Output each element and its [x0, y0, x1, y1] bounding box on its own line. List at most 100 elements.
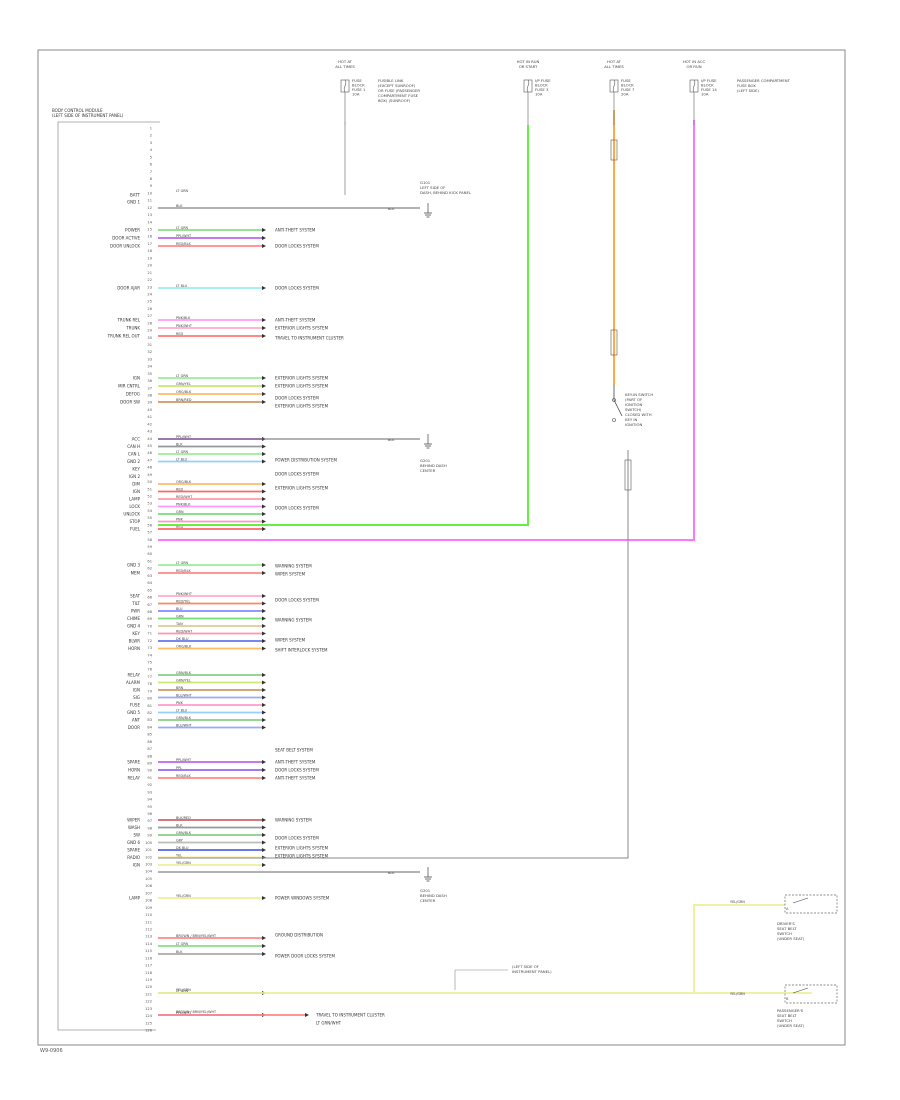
junction-label: OR RUN [686, 64, 701, 69]
pin-number: 108 [145, 899, 153, 903]
signal-label: ANT [132, 718, 141, 723]
signal-label: FUEL [130, 527, 141, 532]
ground-runs [158, 122, 420, 873]
pin-number: 89 [147, 762, 152, 766]
signal-label: BLWR [129, 639, 141, 644]
wire-arrow [262, 768, 266, 772]
pin-number: 106 [145, 884, 153, 888]
wire-color-label: PNK [176, 701, 184, 705]
pin-number: 20 [147, 264, 152, 268]
pin-number: 79 [147, 689, 152, 693]
signal-label: IGN 2 [129, 474, 141, 479]
signal-label: RADIO [127, 855, 140, 860]
wire-arrow [262, 384, 266, 388]
wire-color-label: BLK [388, 438, 395, 442]
signal-label: ACC [132, 437, 140, 442]
pin-number: 92 [147, 783, 152, 787]
wire-arrow [262, 840, 266, 845]
wire-color-label: LT GRN [176, 561, 189, 565]
pin-number: 34 [147, 365, 152, 369]
module-bracket [57, 121, 160, 1031]
pin-number: 77 [147, 675, 152, 679]
junction-label: ALL TIMES [604, 64, 624, 69]
diagram-frame [37, 49, 846, 1046]
wire-arrow [262, 400, 266, 404]
driver-seatbelt-switch [784, 894, 838, 914]
wire-arrow [262, 376, 266, 380]
pin-number: 13 [147, 213, 152, 217]
pin-number: 24 [147, 292, 152, 296]
signal-label: DEFOG [126, 392, 140, 397]
signal-label: MIR CNTRL [118, 384, 141, 389]
signal-label: LOCK [129, 504, 140, 509]
junction-label: HOT IN RUN [517, 59, 540, 64]
pin-number: 47 [147, 458, 152, 462]
pin-number: 80 [147, 697, 152, 701]
wire-color-label: GRN/BLK [176, 831, 192, 835]
pin-number: 76 [147, 668, 152, 672]
wire-color-label: LT BLU [176, 284, 188, 288]
pin-mark: A [786, 907, 789, 911]
wire-arrow [262, 825, 266, 830]
wire-arrow [262, 228, 266, 232]
pin-number: 74 [147, 653, 152, 657]
destination-label: WARNING SYSTEM [275, 818, 312, 823]
wire-arrow [262, 444, 266, 449]
destination-label: EXTERIOR LIGHTS SYSTEM [275, 846, 329, 851]
junction-detail: FUSE 7 [621, 87, 635, 92]
signal-label: IGN [133, 489, 140, 494]
pin-number: 84 [147, 725, 152, 729]
wire-color-label: PNK/WHT [176, 324, 193, 328]
switch-note-line: CLOSED WITH [625, 412, 652, 417]
wire-arrow [262, 646, 266, 651]
signal-label: DOOR AJAR [117, 286, 140, 291]
junction-detail: I/P FUSE [701, 78, 717, 83]
pin-number: 85 [147, 733, 152, 737]
wire-color-label: GRN/YEL [176, 382, 191, 386]
signal-label: GND 3 [127, 563, 140, 568]
wire-arrow [262, 703, 266, 707]
pin-number: 52 [147, 495, 152, 499]
wire-arrow [262, 286, 266, 290]
destination-label: DOOR LOCKS SYSTEM [275, 244, 319, 249]
destination-label: DOOR LOCKS SYSTEM [275, 836, 319, 841]
wire-arrow [262, 695, 266, 700]
component-label-line: PASSENGER'S [777, 1008, 804, 1013]
pin-number: 75 [147, 660, 152, 664]
destination-label: ANTI-THEFT SYSTEM [275, 776, 316, 781]
wire-arrow [262, 631, 266, 636]
wire-color-label: LT GRN [176, 189, 189, 193]
pin-number: 116 [145, 956, 153, 960]
pin-number: 125 [145, 1021, 152, 1025]
signal-label: SIG [133, 695, 140, 700]
signal-label: IGN [133, 863, 140, 868]
wire-color-label: BRN [176, 686, 184, 690]
pin-number: 10 [147, 191, 152, 195]
destination-label: DOOR LOCKS SYSTEM [275, 598, 319, 603]
signal-label: DOOR UNLOCK [110, 244, 140, 249]
ground-note-line: BEHIND DASH [420, 463, 447, 468]
signal-label: ALARM [126, 680, 141, 685]
pin-number: 35 [147, 372, 152, 376]
wire-color-label: PNK/WHT [176, 592, 193, 596]
wire-arrow [262, 848, 266, 852]
wire-arrow [262, 512, 266, 516]
signal-label: SEAT [130, 594, 140, 599]
wire-arrow [262, 459, 266, 464]
signal-label: IGN [133, 688, 140, 693]
pin-number: 41 [147, 415, 152, 419]
pin-number: 119 [145, 978, 153, 982]
pin-number: 113 [145, 935, 152, 939]
component-label-line: SEAT BELT [777, 1013, 797, 1018]
wire-color-label: GRN/BLK [176, 671, 192, 675]
signal-label: TILT [131, 601, 140, 606]
bottom-note-line: (LEFT SIDE OF [512, 964, 539, 969]
wire-color-label: YEL/GRN [176, 861, 191, 865]
pin-number: 91 [147, 776, 152, 780]
wire-color-label: ORG/BLK [176, 390, 192, 394]
signal-label: DIM [132, 482, 140, 487]
